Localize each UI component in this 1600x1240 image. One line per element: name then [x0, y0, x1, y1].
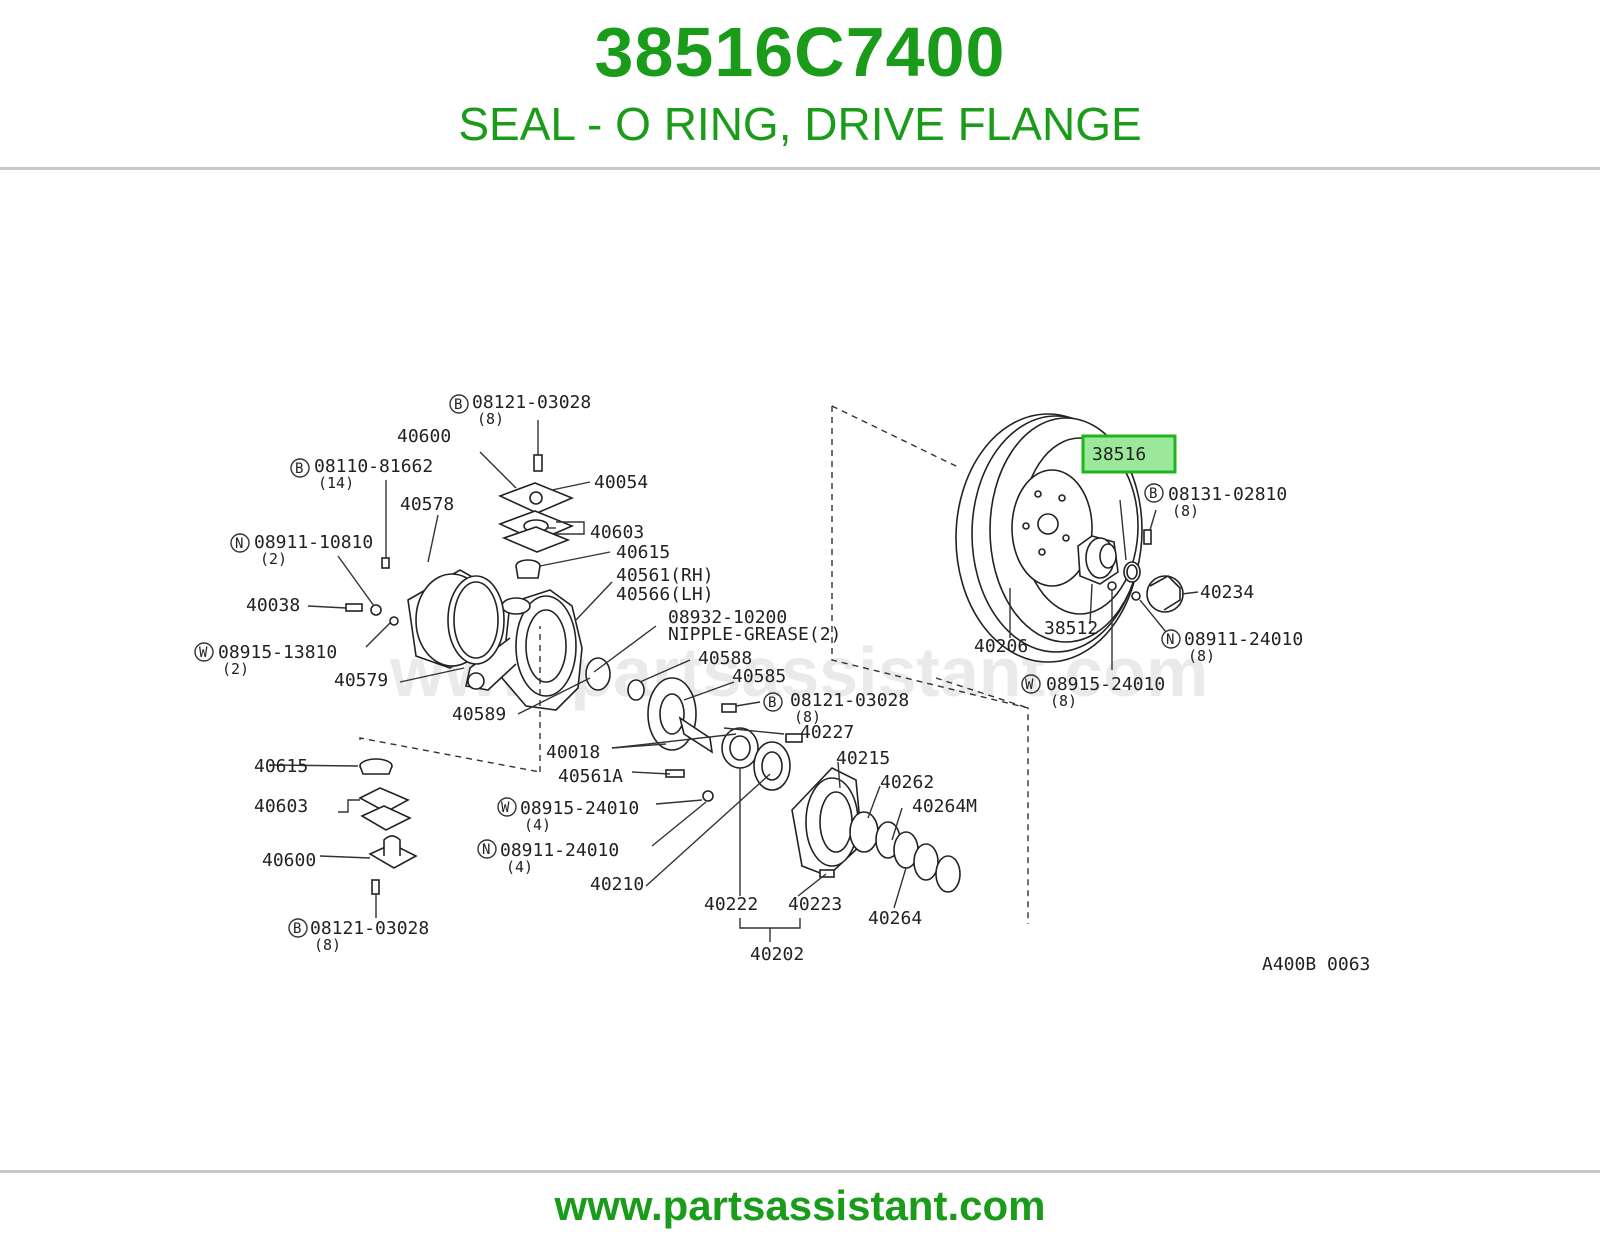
callout-40210: 40210 [590, 874, 644, 895]
parts-diagram: www.partsassistant.com [180, 338, 1420, 1014]
callout-08121-03028: 08121-03028 [472, 392, 591, 413]
callout-40561-rh: 40561(RH) [616, 565, 714, 586]
callout-38512: 38512 [1044, 618, 1098, 639]
svg-text:W: W [199, 645, 208, 661]
callout-40578: 40578 [400, 494, 454, 515]
part-description: SEAL - O RING, DRIVE FLANGE [458, 98, 1142, 150]
callout-08911-24010-right: 08911-24010 [1184, 629, 1303, 650]
svg-text:(8): (8) [314, 936, 341, 954]
svg-text:N: N [482, 842, 490, 858]
svg-text:N: N [1166, 632, 1174, 648]
drive-hub [791, 767, 961, 893]
brake-drum [955, 413, 1143, 663]
steering-knuckle [465, 589, 583, 711]
page-header: 38516C7400 SEAL - O RING, DRIVE FLANGE [0, 0, 1600, 168]
callout-40234: 40234 [1200, 582, 1254, 603]
left-small-bolts [345, 557, 399, 626]
callout-40202: 40202 [750, 944, 804, 965]
svg-text:B: B [768, 695, 776, 711]
callout-40615: 40615 [616, 542, 670, 563]
kingpin-lower-stack [358, 758, 418, 895]
callout-40227: 40227 [800, 722, 854, 743]
svg-text:B: B [1149, 486, 1157, 502]
part-number-title: 38516C7400 [594, 13, 1006, 91]
callout-08121-03028-lower: 08121-03028 [310, 918, 429, 939]
svg-text:(8): (8) [794, 708, 821, 726]
callout-40603-lower: 40603 [254, 796, 308, 817]
callout-labels: 08121-03028 (8) 40600 08110-81662 (14) 4… [218, 392, 1303, 965]
circle-markers: B B N W B W N B B N W [194, 394, 1181, 938]
callout-40588: 40588 [698, 648, 752, 669]
callout-40038: 40038 [246, 595, 300, 616]
callout-08915-24010: 08915-24010 [520, 798, 639, 819]
callout-08131-02810: 08131-02810 [1168, 484, 1287, 505]
svg-text:(2): (2) [260, 550, 287, 568]
callout-40579: 40579 [334, 670, 388, 691]
svg-text:(2): (2) [222, 660, 249, 678]
footer-divider [0, 1170, 1600, 1173]
callout-40603: 40603 [590, 522, 644, 543]
callout-40264: 40264 [868, 908, 922, 929]
svg-text:W: W [1025, 677, 1034, 693]
dashed-grouping [359, 405, 1029, 924]
header-divider [0, 167, 1600, 170]
hub-spindle-assembly [585, 657, 803, 802]
callout-40600-lower: 40600 [262, 850, 316, 871]
callout-40222: 40222 [704, 894, 758, 915]
callout-40589: 40589 [452, 704, 506, 725]
svg-text:(4): (4) [524, 816, 551, 834]
callout-08110-81662: 08110-81662 [314, 456, 433, 477]
callout-40561a: 40561A [558, 766, 623, 787]
svg-text:(8): (8) [1050, 692, 1077, 710]
callout-40615-lower: 40615 [254, 756, 308, 777]
leader-lines [269, 420, 1199, 942]
callout-08911-24010: 08911-24010 [500, 840, 619, 861]
callout-40600: 40600 [397, 426, 451, 447]
callout-40585: 40585 [732, 666, 786, 687]
svg-text:(8): (8) [477, 410, 504, 428]
knuckle-seals [407, 569, 505, 669]
callout-08915-24010-right: 08915-24010 [1046, 674, 1165, 695]
callout-40206: 40206 [974, 636, 1028, 657]
svg-text:(8): (8) [1188, 647, 1215, 665]
callout-08915-13810: 08915-13810 [218, 642, 337, 663]
callout-40566-lh: 40566(LH) [616, 584, 714, 605]
svg-text:B: B [454, 397, 462, 413]
callout-40054: 40054 [594, 472, 648, 493]
callout-40018: 40018 [546, 742, 600, 763]
svg-text:(4): (4) [506, 858, 533, 876]
footer-link[interactable]: www.partsassistant.com [554, 1182, 1046, 1229]
highlighted-part-label[interactable]: 38516 [1092, 444, 1146, 465]
svg-text:(14): (14) [318, 474, 354, 492]
callout-40262: 40262 [880, 772, 934, 793]
callout-08911-10810: 08911-10810 [254, 532, 373, 553]
svg-text:B: B [295, 461, 303, 477]
callout-40264m: 40264M [912, 796, 977, 817]
svg-text:(8): (8) [1172, 502, 1199, 520]
callout-08932-10200: 08932-10200 [668, 607, 787, 628]
callout-40215: 40215 [836, 748, 890, 769]
callout-40223: 40223 [788, 894, 842, 915]
drive-flange [1077, 529, 1184, 613]
callout-nipple-grease: NIPPLE-GREASE(2) [668, 624, 841, 645]
svg-text:B: B [293, 921, 301, 937]
svg-text:N: N [235, 536, 243, 552]
svg-text:W: W [501, 800, 510, 816]
drawing-code: A400B 0063 [1262, 954, 1370, 975]
highlighted-part-callout[interactable]: 38516 [1081, 434, 1177, 474]
callout-08121-03028-mid: 08121-03028 [790, 690, 909, 711]
